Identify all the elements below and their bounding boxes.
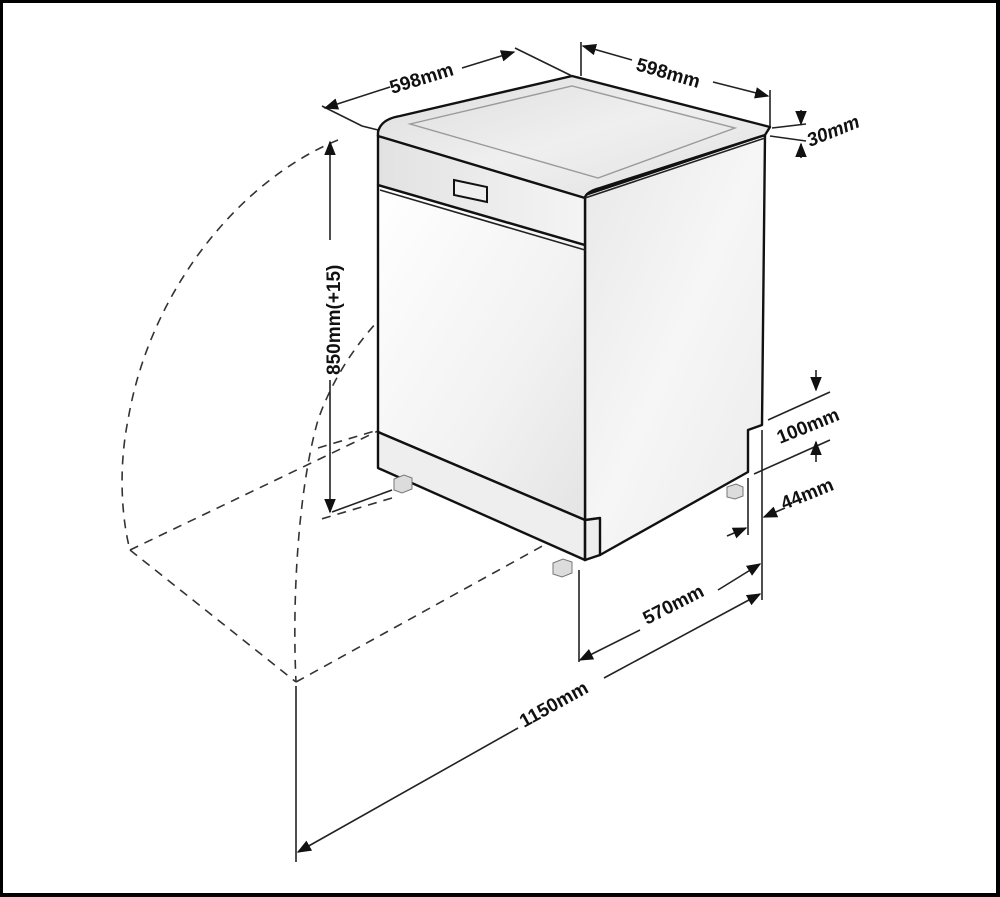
control-panel-display [453,178,488,204]
adjustable-foot-front-left [393,474,413,494]
label-body-depth: 570mm [640,581,708,629]
label-plinth-recess-height: 100mm [774,405,843,449]
label-plinth-recess-depth: 44mm [778,475,837,515]
dim-door-open-depth: 1150mm [295,593,762,862]
label-worktop-thickness: 30mm [804,112,863,152]
adjustable-foot-front-right [552,558,573,578]
worktop-panel [376,74,772,200]
label-depth: 598mm [634,55,703,93]
label-door-open-depth: 1150mm [516,678,592,733]
label-width: 598mm [387,60,456,99]
label-height: 850mm(+15) [324,265,345,375]
dim-height: 850mm(+15) [324,140,393,514]
adjustable-foot-rear-right [726,483,744,500]
dim-worktop-thickness: 30mm [769,110,863,158]
dim-body-depth: 570mm [578,563,762,662]
dim-plinth-recess-height: 100mm [753,370,843,475]
dishwasher-body [376,74,772,578]
